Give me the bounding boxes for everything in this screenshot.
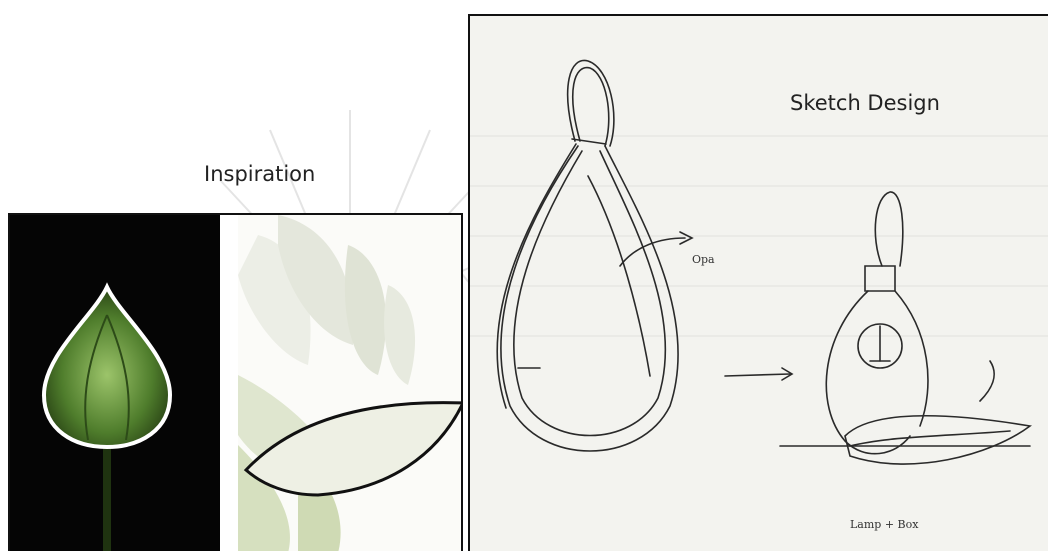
lotus-bud-drawing bbox=[10, 215, 220, 551]
sketch-design-label: Sketch Design bbox=[790, 91, 940, 115]
sketch-drawing: Opa Lamp + Box bbox=[470, 16, 1048, 551]
lotus-bud-photo bbox=[10, 215, 220, 551]
lotus-flower-photo bbox=[238, 215, 463, 551]
sketch-note-opa: Opa bbox=[692, 253, 715, 266]
sketch-note-lamp-box: Lamp + Box bbox=[850, 518, 919, 531]
lotus-flower-drawing bbox=[238, 215, 463, 551]
sketch-design-panel: Opa Lamp + Box bbox=[468, 14, 1048, 551]
inspiration-image-panel bbox=[8, 213, 463, 551]
inspiration-label: Inspiration bbox=[204, 162, 315, 186]
